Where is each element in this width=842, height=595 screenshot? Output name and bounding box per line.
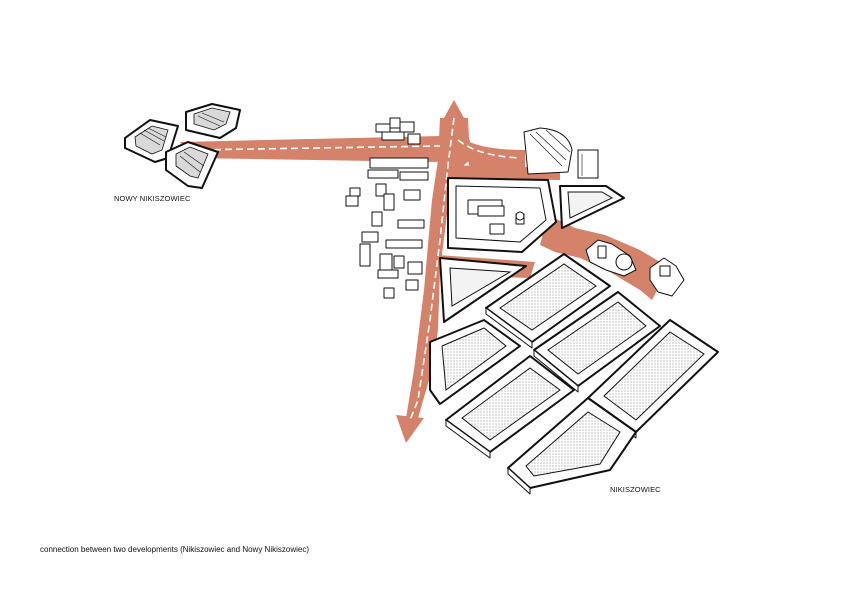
connection-path (180, 100, 665, 443)
dash-line-right (457, 139, 521, 159)
triangle-block-w (439, 257, 527, 323)
north-complex (447, 177, 557, 253)
arrow-head-up (440, 100, 468, 125)
path-vertical-band (406, 118, 470, 418)
arched-hall (523, 127, 573, 175)
nowy-block-3 (165, 141, 219, 189)
label-nowy-nikiszowiec: NOWY NIKISZOWIEC (114, 194, 191, 203)
nowy-block-1 (124, 119, 179, 163)
grid-block-5 (445, 355, 575, 459)
dash-line-vertical (409, 117, 455, 421)
triangle-block-ne (559, 185, 625, 229)
nowy-nikiszowiec-buildings (124, 103, 241, 189)
grid-block-1 (485, 253, 611, 349)
path-horizontal-band (180, 136, 470, 162)
arrow-head-down (396, 415, 424, 443)
small-building-east (577, 149, 599, 179)
scattered-buildings (345, 117, 429, 299)
church-buildings (585, 239, 685, 297)
grid-block-4 (429, 319, 521, 405)
nikiszowiec-blocks (429, 253, 719, 495)
dash-line-horizontal (191, 145, 441, 151)
grid-block-2 (533, 291, 661, 393)
path-right-branch (462, 138, 525, 168)
grid-block-6 (507, 397, 637, 495)
label-nikiszowiec: NIKISZOWIEC (610, 485, 661, 494)
diagram-caption: connection between two developments (Nik… (40, 545, 310, 554)
nowy-block-2 (185, 103, 241, 139)
